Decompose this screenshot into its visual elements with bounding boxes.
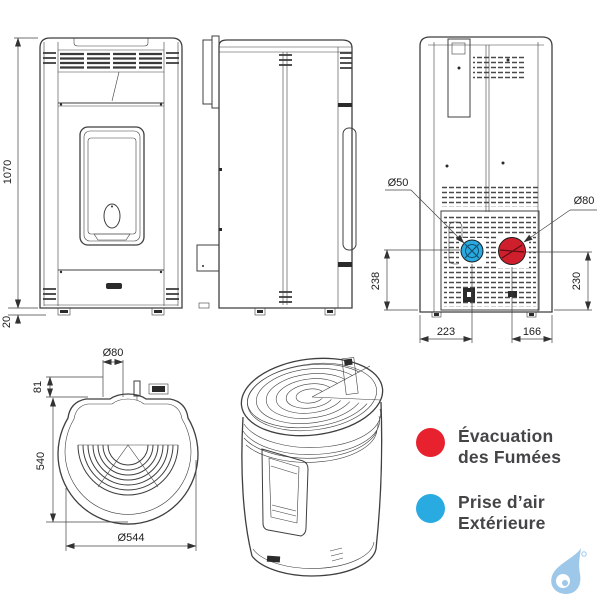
- front-feet: [57, 307, 165, 316]
- side-feet: [198, 302, 336, 316]
- dim-air-diameter: Ø50: [388, 177, 409, 189]
- legend: Évacuation des Fumées Prise d’air Extéri…: [416, 426, 596, 558]
- dim-diameter: Ø544: [118, 532, 145, 544]
- dim-air-offset: 223: [437, 326, 455, 338]
- drop-logo-icon: [551, 548, 587, 594]
- side-door-profile: [342, 127, 357, 251]
- dim-front-height: 1070: [2, 160, 14, 184]
- dim-smoke-height: 230: [571, 272, 583, 290]
- door-handle: [103, 203, 121, 229]
- dim-air-height: 238: [370, 272, 382, 290]
- side-view: [196, 35, 357, 316]
- front-top-grille: [60, 52, 162, 69]
- dim-flue-setback: 81: [32, 381, 44, 393]
- back-flue-channel: [447, 38, 471, 118]
- top-view: Ø80 81 540 Ø544: [32, 347, 199, 551]
- legend-item-air: Prise d’air Extérieure: [416, 492, 596, 534]
- smoke-color-dot: [416, 428, 445, 457]
- front-door: [79, 126, 145, 246]
- perspective-door: [261, 448, 309, 537]
- front-pillar-louvres: [43, 52, 179, 300]
- top-dimensions: Ø80 81 540 Ø544: [32, 347, 197, 551]
- dim-front-ground: 20: [1, 316, 13, 328]
- dim-smoke-offset: 166: [523, 326, 541, 338]
- back-dimensions: Ø50 Ø80 238 230 223 166: [370, 177, 597, 343]
- side-air-duct: [196, 244, 220, 272]
- legend-item-smoke: Évacuation des Fumées: [416, 426, 596, 468]
- back-feet: [431, 311, 537, 318]
- brand-mark: [266, 555, 281, 563]
- legend-air-label: Prise d’air Extérieure: [458, 492, 546, 533]
- perspective-view: [240, 352, 402, 577]
- dim-smoke-diameter: Ø80: [574, 195, 595, 207]
- top-burner-grille: [77, 444, 179, 496]
- front-dimensions: 1070 20: [1, 37, 46, 328]
- top-flue-pipe: [133, 380, 141, 397]
- legend-smoke-label: Évacuation des Fumées: [458, 426, 562, 467]
- smoke-outlet-port: [498, 237, 526, 265]
- front-view: 1070 20: [1, 37, 183, 328]
- perspective-flue-collar: [341, 357, 359, 395]
- dim-flue-diameter: Ø80: [103, 347, 124, 359]
- brand-mark: [106, 283, 122, 289]
- air-color-dot: [416, 494, 445, 523]
- dim-depth: 540: [35, 452, 47, 470]
- air-intake-port: [460, 239, 484, 263]
- back-view: Ø50 Ø80 238 230 223 166: [370, 36, 597, 343]
